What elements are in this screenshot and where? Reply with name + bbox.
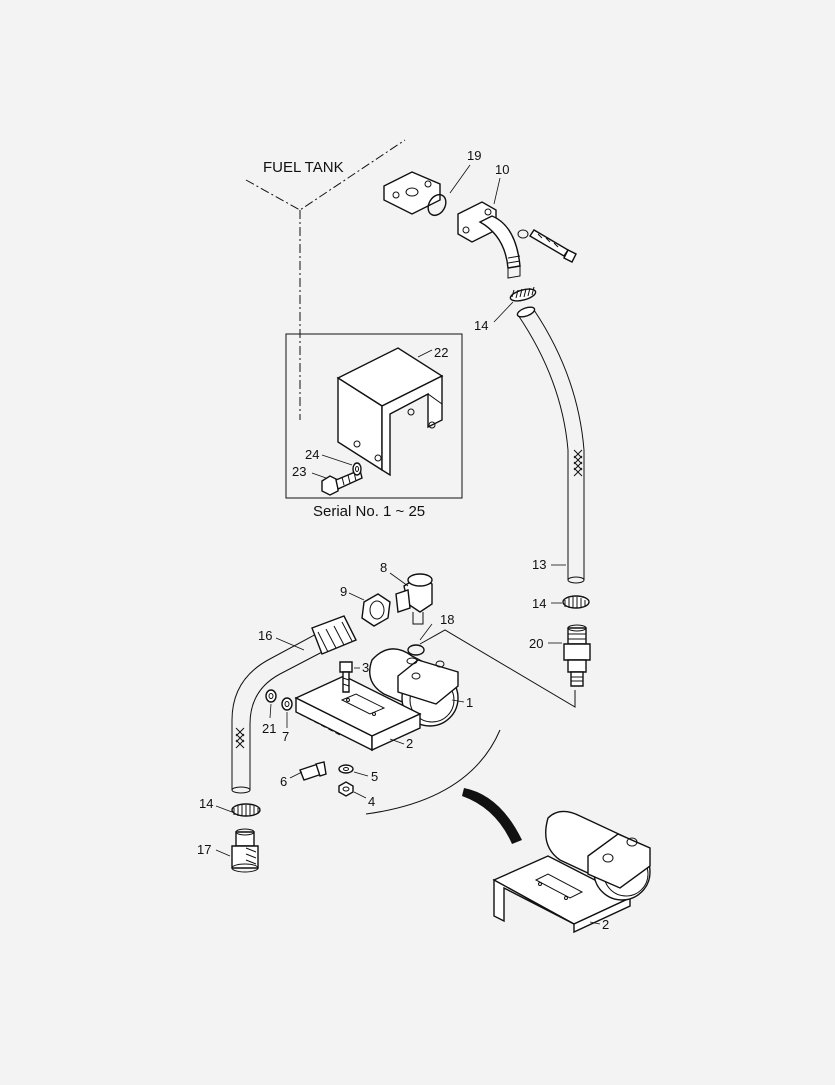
callout-17: 17: [197, 842, 211, 857]
callout-14-bottom: 14: [199, 796, 213, 811]
part-19-o-ring: [427, 193, 447, 217]
fuel-tank-label: FUEL TANK: [263, 159, 344, 176]
callout-14-top: 14: [474, 318, 488, 333]
callout-20: 20: [529, 636, 543, 651]
callout-4: 4: [368, 794, 375, 809]
part-3-bolt: [339, 661, 353, 693]
detail-arrow: [462, 788, 522, 844]
part-5-washer: [338, 764, 354, 774]
part-17-adapter: [231, 828, 259, 873]
callout-3: 3: [362, 660, 369, 675]
callout-23: 23: [292, 464, 306, 479]
part-21-washer: [265, 689, 277, 703]
callout-2-main: 2: [406, 736, 413, 751]
part-16-outlet-hose: [231, 615, 357, 794]
part-10-suction-pipe: [457, 201, 521, 279]
part-13-fuel-hose: [516, 306, 585, 584]
callout-22: 22: [434, 345, 448, 360]
callout-6: 6: [280, 774, 287, 789]
callout-9: 9: [340, 584, 347, 599]
fuel-tank-outline: [245, 139, 406, 420]
part-6-bolt: [299, 761, 327, 781]
part-18-o-ring: [407, 644, 425, 656]
part-20-hose-fitting: [563, 624, 591, 687]
part-14-hose-clamp-bottom: [231, 803, 261, 817]
part-24-washer: [352, 462, 362, 476]
part-9-adapter-nut: [361, 593, 391, 627]
callout-1: 1: [466, 695, 473, 710]
callout-24: 24: [305, 447, 319, 462]
callout-13: 13: [532, 557, 546, 572]
flange-bolt: [517, 229, 577, 263]
part-22-cover-bracket: [336, 347, 444, 477]
part-19-flange-plate: [383, 171, 441, 215]
connection-line: [419, 629, 576, 708]
part-4-nut: [338, 781, 354, 797]
callout-18: 18: [440, 612, 454, 627]
inset-frame: [285, 333, 463, 499]
callout-19: 19: [467, 148, 481, 163]
callout-14-middle: 14: [532, 596, 546, 611]
part-14-hose-clamp-middle: [562, 595, 590, 609]
part-2-mounting-bracket: [294, 675, 422, 752]
detail-arc: [365, 729, 501, 815]
callout-21: 21: [262, 721, 276, 736]
callout-2-detail: 2: [602, 917, 609, 932]
callout-7: 7: [282, 729, 289, 744]
inset-caption: Serial No. 1 ~ 25: [313, 503, 425, 520]
callout-16: 16: [258, 628, 272, 643]
part-14-hose-clamp-top: [509, 286, 537, 302]
part-8-elbow-fitting: [395, 573, 433, 625]
callout-5: 5: [371, 769, 378, 784]
detail-pump-assembly: [492, 810, 651, 934]
callout-10: 10: [495, 162, 509, 177]
callout-8: 8: [380, 560, 387, 575]
part-7-washer: [281, 697, 293, 711]
